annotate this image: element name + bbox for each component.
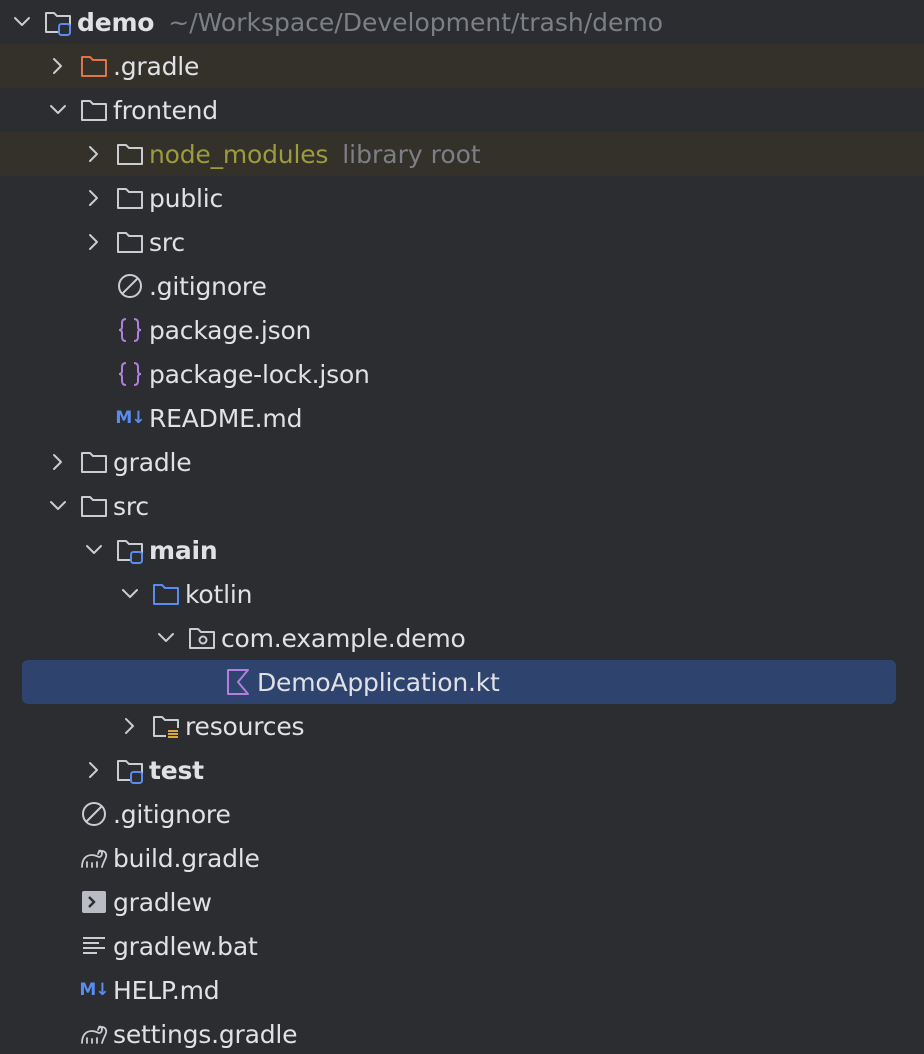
- tree-row-gitignore[interactable]: .gitignore: [0, 792, 924, 836]
- source-folder-icon: [148, 572, 184, 616]
- markdown-glyph: M↓: [115, 408, 145, 428]
- ignore-file-icon: [76, 792, 112, 836]
- tree-row-help-md[interactable]: M↓HELP.md: [0, 968, 924, 1012]
- module-folder-icon: [112, 528, 148, 572]
- chevron-right-icon[interactable]: [76, 132, 112, 176]
- tree-row-gradlew[interactable]: gradlew: [0, 880, 924, 924]
- tree-row-kotlin[interactable]: kotlin: [0, 572, 924, 616]
- folder-icon: [76, 88, 112, 132]
- tree-row-build-gradle[interactable]: build.gradle: [0, 836, 924, 880]
- chevron-right-icon[interactable]: [40, 440, 76, 484]
- tree-item-label: public: [149, 183, 224, 213]
- tree-item-hint: library root: [342, 139, 481, 169]
- module-folder-icon: [112, 748, 148, 792]
- tree-row-demoapplication-kt[interactable]: DemoApplication.kt: [0, 660, 924, 704]
- tree-item-label: .gitignore: [149, 271, 267, 301]
- folder-icon: [76, 484, 112, 528]
- folder-icon: [76, 440, 112, 484]
- tree-row-package-json[interactable]: package.json: [0, 308, 924, 352]
- tree-item-label: test: [149, 755, 204, 785]
- chevron-down-icon[interactable]: [4, 0, 40, 44]
- chevron-right-icon[interactable]: [76, 220, 112, 264]
- gradle-file-icon: [76, 836, 112, 880]
- tree-row-resources[interactable]: resources: [0, 704, 924, 748]
- kotlin-file-icon: [220, 660, 256, 704]
- tree-item-label: src: [149, 227, 185, 257]
- chevron-down-icon[interactable]: [112, 572, 148, 616]
- resources-folder-icon: [148, 704, 184, 748]
- tree-row-gradle[interactable]: gradle: [0, 440, 924, 484]
- tree-item-label: com.example.demo: [221, 623, 466, 653]
- folder-icon: [112, 220, 148, 264]
- tree-item-label: demo: [77, 7, 155, 37]
- tree-row-gradle[interactable]: .gradle: [0, 44, 924, 88]
- tree-item-label: DemoApplication.kt: [257, 667, 500, 697]
- module-folder-icon: [40, 0, 76, 44]
- text-file-icon: [76, 924, 112, 968]
- tree-item-label: .gradle: [113, 51, 200, 81]
- chevron-down-icon[interactable]: [40, 484, 76, 528]
- chevron-down-icon[interactable]: [76, 528, 112, 572]
- chevron-down-icon[interactable]: [40, 88, 76, 132]
- tree-item-label: node_modules: [149, 139, 329, 169]
- tree-item-label: README.md: [149, 403, 303, 433]
- tree-item-label: build.gradle: [113, 843, 260, 873]
- tree-row-src[interactable]: src: [0, 220, 924, 264]
- tree-item-label: main: [149, 535, 218, 565]
- tree-item-label: .gitignore: [113, 799, 231, 829]
- tree-row-main[interactable]: main: [0, 528, 924, 572]
- tree-row-gradlew-bat[interactable]: gradlew.bat: [0, 924, 924, 968]
- tree-item-label: gradlew.bat: [113, 931, 258, 961]
- tree-row-frontend[interactable]: frontend: [0, 88, 924, 132]
- tree-row-settings-gradle[interactable]: settings.gradle: [0, 1012, 924, 1054]
- tree-item-label: gradle: [113, 447, 192, 477]
- tree-row-src[interactable]: src: [0, 484, 924, 528]
- tree-item-label: package-lock.json: [149, 359, 370, 389]
- tree-row-demo[interactable]: demo ~/Workspace/Development/trash/demo: [0, 0, 924, 44]
- json-file-icon: [112, 308, 148, 352]
- tree-item-hint: ~/Workspace/Development/trash/demo: [168, 7, 664, 37]
- tree-row-com-example-demo[interactable]: com.example.demo: [0, 616, 924, 660]
- excluded-folder-icon: [76, 44, 112, 88]
- tree-row-gitignore[interactable]: .gitignore: [0, 264, 924, 308]
- tree-item-label: frontend: [113, 95, 218, 125]
- shell-script-icon: [76, 880, 112, 924]
- tree-row-public[interactable]: public: [0, 176, 924, 220]
- tree-item-label: resources: [185, 711, 305, 741]
- tree-item-label: src: [113, 491, 149, 521]
- json-file-icon: [112, 352, 148, 396]
- tree-item-label: settings.gradle: [113, 1019, 298, 1049]
- package-folder-icon: [184, 616, 220, 660]
- tree-item-label: HELP.md: [113, 975, 220, 1005]
- markdown-file-icon: M↓: [76, 968, 112, 1012]
- folder-icon: [112, 132, 148, 176]
- tree-row-test[interactable]: test: [0, 748, 924, 792]
- tree-row-package-lock-json[interactable]: package-lock.json: [0, 352, 924, 396]
- tree-row-readme-md[interactable]: M↓README.md: [0, 396, 924, 440]
- chevron-right-icon[interactable]: [76, 176, 112, 220]
- chevron-right-icon[interactable]: [76, 748, 112, 792]
- chevron-down-icon[interactable]: [148, 616, 184, 660]
- chevron-right-icon[interactable]: [40, 44, 76, 88]
- ignore-file-icon: [112, 264, 148, 308]
- tree-item-label: kotlin: [185, 579, 253, 609]
- chevron-right-icon[interactable]: [112, 704, 148, 748]
- markdown-glyph: M↓: [79, 980, 109, 1000]
- tree-item-label: package.json: [149, 315, 312, 345]
- markdown-file-icon: M↓: [112, 396, 148, 440]
- folder-icon: [112, 176, 148, 220]
- gradle-file-icon: [76, 1012, 112, 1054]
- tree-row-node-modules[interactable]: node_modules library root: [0, 132, 924, 176]
- tree-item-label: gradlew: [113, 887, 212, 917]
